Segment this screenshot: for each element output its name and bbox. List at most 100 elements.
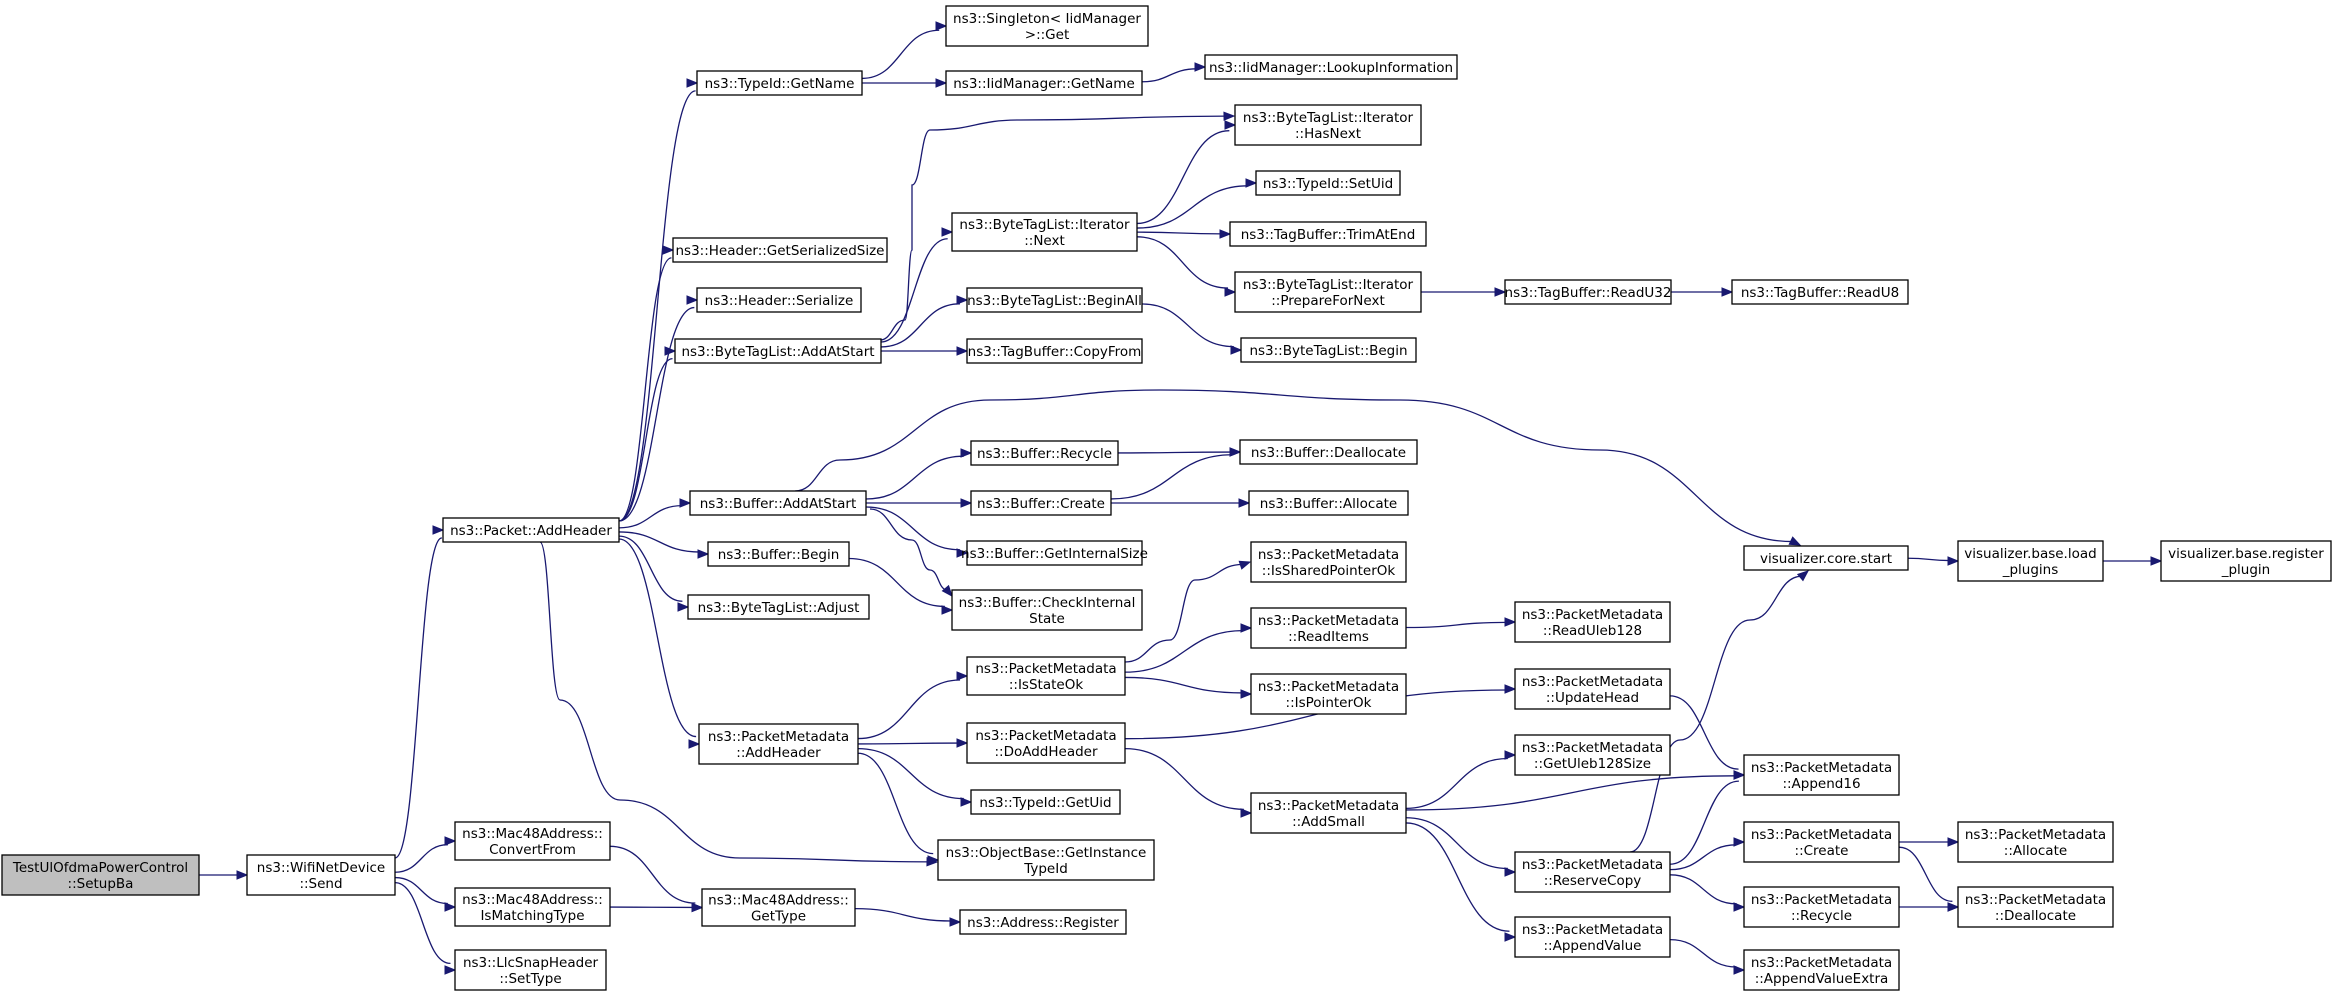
- node-box[interactable]: [442, 517, 620, 543]
- node-pm_readitems[interactable]: ns3::PacketMetadata::ReadItems: [1250, 607, 1407, 649]
- node-box[interactable]: [1731, 279, 1909, 305]
- node-buffer_deallocate[interactable]: ns3::Buffer::Deallocate: [1239, 439, 1418, 465]
- node-buffer_allocate[interactable]: ns3::Buffer::Allocate: [1248, 490, 1409, 516]
- node-pm_getuleb128size[interactable]: ns3::PacketMetadata::GetUleb128Size: [1514, 734, 1671, 776]
- node-box[interactable]: [970, 490, 1112, 516]
- node-box[interactable]: [674, 338, 882, 364]
- node-header_getserializedsize[interactable]: ns3::Header::GetSerializedSize: [672, 237, 888, 263]
- node-btl_adjust[interactable]: ns3::ByteTagList::Adjust: [687, 594, 870, 620]
- node-box[interactable]: [1234, 104, 1422, 146]
- node-pm_issharedpointerok[interactable]: ns3::PacketMetadata::IsSharedPointerOk: [1250, 541, 1407, 583]
- node-btl_beginall[interactable]: ns3::ByteTagList::BeginAll: [966, 287, 1143, 313]
- node-btli_preparefornext[interactable]: ns3::ByteTagList::Iterator::PrepareForNe…: [1234, 271, 1422, 313]
- node-box[interactable]: [2160, 540, 2332, 582]
- node-box[interactable]: [966, 722, 1126, 764]
- node-pm_doaddheader[interactable]: ns3::PacketMetadata::DoAddHeader: [966, 722, 1126, 764]
- node-box[interactable]: [1229, 221, 1427, 247]
- node-box[interactable]: [951, 212, 1138, 252]
- node-box[interactable]: [1240, 337, 1417, 363]
- node-box[interactable]: [1514, 601, 1671, 643]
- node-box[interactable]: [1255, 170, 1401, 196]
- node-tb_readu8[interactable]: ns3::TagBuffer::ReadU8: [1731, 279, 1909, 305]
- node-setupba[interactable]: TestUlOfdmaPowerControl::SetupBa: [1, 854, 200, 896]
- node-pm_ispointerok[interactable]: ns3::PacketMetadata::IsPointerOk: [1250, 673, 1407, 715]
- node-pm_create[interactable]: ns3::PacketMetadata::Create: [1743, 821, 1900, 863]
- node-box[interactable]: [1250, 673, 1407, 715]
- node-buffer_recycle[interactable]: ns3::Buffer::Recycle: [970, 440, 1119, 466]
- node-pm_allocate[interactable]: ns3::PacketMetadata::Allocate: [1957, 821, 2114, 863]
- node-box[interactable]: [1514, 851, 1671, 893]
- node-box[interactable]: [1514, 734, 1671, 776]
- node-tb_trimatend[interactable]: ns3::TagBuffer::TrimAtEnd: [1229, 221, 1427, 247]
- node-pm_appendvalueextra[interactable]: ns3::PacketMetadata::AppendValueExtra: [1743, 949, 1900, 991]
- node-btl_begin[interactable]: ns3::ByteTagList::Begin: [1240, 337, 1417, 363]
- node-singleton_get[interactable]: ns3::Singleton< IidManager >::Get: [945, 5, 1149, 47]
- node-box[interactable]: [698, 723, 859, 765]
- node-box[interactable]: [1957, 821, 2114, 863]
- node-buffer_begin[interactable]: ns3::Buffer::Begin: [707, 541, 850, 567]
- node-box[interactable]: [970, 789, 1121, 815]
- node-box[interactable]: [454, 887, 611, 927]
- node-box[interactable]: [1743, 949, 1900, 991]
- node-pm_updatehead[interactable]: ns3::PacketMetadata::UpdateHead: [1514, 668, 1671, 710]
- node-box[interactable]: [970, 440, 1119, 466]
- node-wifi_send[interactable]: ns3::WifiNetDevice::Send: [246, 854, 396, 896]
- node-box[interactable]: [966, 287, 1143, 313]
- node-box[interactable]: [1743, 545, 1909, 571]
- node-buffer_addatstart[interactable]: ns3::Buffer::AddAtStart: [689, 490, 867, 516]
- node-box[interactable]: [1, 854, 200, 896]
- node-viz_core_start[interactable]: visualizer.core.start: [1743, 545, 1909, 571]
- node-typeid_setuid[interactable]: ns3::TypeId::SetUid: [1255, 170, 1401, 196]
- node-typeid_getname[interactable]: ns3::TypeId::GetName: [696, 70, 863, 96]
- node-iid_lookupinformation[interactable]: ns3::IidManager::LookupInformation: [1204, 54, 1458, 80]
- node-mac_ismatchingtype[interactable]: ns3::Mac48Address::IsMatchingType: [454, 887, 611, 927]
- node-box[interactable]: [1514, 916, 1671, 958]
- node-box[interactable]: [1250, 607, 1407, 649]
- node-pm_isstateok[interactable]: ns3::PacketMetadata::IsStateOk: [966, 656, 1126, 696]
- node-buffer_create[interactable]: ns3::Buffer::Create: [970, 490, 1112, 516]
- node-box[interactable]: [966, 656, 1126, 696]
- node-pm_addheader[interactable]: ns3::PacketMetadata::AddHeader: [698, 723, 859, 765]
- node-addr_register[interactable]: ns3::Address::Register: [959, 909, 1127, 935]
- node-box[interactable]: [1743, 821, 1900, 863]
- node-pm_recycle[interactable]: ns3::PacketMetadata::Recycle: [1743, 886, 1900, 928]
- node-llc_settype[interactable]: ns3::LlcSnapHeader::SetType: [454, 949, 607, 991]
- node-box[interactable]: [959, 909, 1127, 935]
- node-box[interactable]: [701, 888, 856, 927]
- node-btli_next[interactable]: ns3::ByteTagList::Iterator::Next: [951, 212, 1138, 252]
- node-box[interactable]: [454, 949, 607, 991]
- node-box[interactable]: [945, 5, 1149, 47]
- node-box[interactable]: [246, 854, 396, 896]
- node-box[interactable]: [454, 821, 611, 861]
- node-pm_reservecopy[interactable]: ns3::PacketMetadata::ReserveCopy: [1514, 851, 1671, 893]
- node-box[interactable]: [945, 70, 1143, 96]
- node-box[interactable]: [689, 490, 867, 516]
- node-box[interactable]: [966, 540, 1143, 566]
- node-box[interactable]: [1957, 540, 2104, 582]
- node-box[interactable]: [1248, 490, 1409, 516]
- node-btli_hasnext[interactable]: ns3::ByteTagList::Iterator::HasNext: [1234, 104, 1422, 146]
- node-packet_addheader[interactable]: ns3::Packet::AddHeader: [442, 517, 620, 543]
- node-box[interactable]: [1234, 271, 1422, 313]
- node-mac_convertfrom[interactable]: ns3::Mac48Address::ConvertFrom: [454, 821, 611, 861]
- node-box[interactable]: [1204, 54, 1458, 80]
- node-box[interactable]: [1743, 754, 1900, 796]
- node-pm_readuleb128[interactable]: ns3::PacketMetadata::ReadUleb128: [1514, 601, 1671, 643]
- node-box[interactable]: [1743, 886, 1900, 928]
- node-box[interactable]: [1250, 541, 1407, 583]
- node-pm_append16[interactable]: ns3::PacketMetadata::Append16: [1743, 754, 1900, 796]
- node-viz_base_load_plugins[interactable]: visualizer.base.load_plugins: [1957, 540, 2104, 582]
- node-typeid_getuid[interactable]: ns3::TypeId::GetUid: [970, 789, 1121, 815]
- node-box[interactable]: [951, 589, 1143, 631]
- node-box[interactable]: [687, 594, 870, 620]
- node-box[interactable]: [966, 338, 1143, 364]
- node-mac_gettype[interactable]: ns3::Mac48Address::GetType: [701, 888, 856, 927]
- node-btl_addatstart[interactable]: ns3::ByteTagList::AddAtStart: [674, 338, 882, 364]
- node-buffer_getinternalsize[interactable]: ns3::Buffer::GetInternalSize: [961, 540, 1148, 566]
- node-viz_base_register_plugin[interactable]: visualizer.base.register_plugin: [2160, 540, 2332, 582]
- node-header_serialize[interactable]: ns3::Header::Serialize: [696, 287, 862, 313]
- node-box[interactable]: [1514, 668, 1671, 710]
- node-box[interactable]: [696, 70, 863, 96]
